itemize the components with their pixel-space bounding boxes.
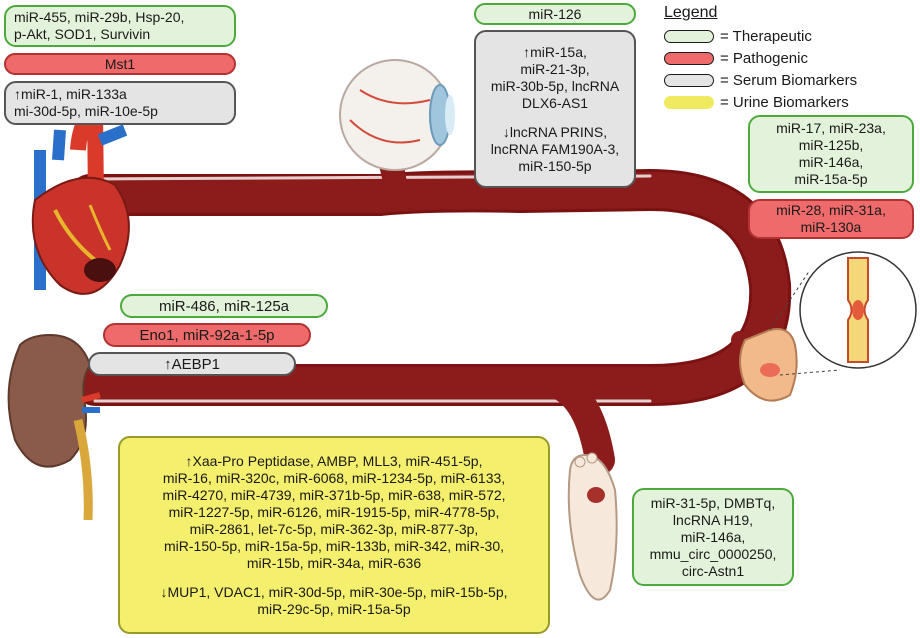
box-line: ↓MUP1, VDAC1, miR-30d-5p, miR-30e-5p, mi… [160, 583, 508, 600]
legend-label: = Therapeutic [720, 27, 812, 45]
eye-illustration [339, 59, 455, 171]
box-line: Mst1 [104, 55, 136, 72]
box-line: lncRNA FAM190A-3, [490, 140, 620, 157]
box-line: miR-130a [800, 219, 862, 235]
box-line: mi-30d-5p, miR-10e-5p [14, 103, 158, 119]
box-line: miR-146a, [680, 528, 746, 545]
joint-zoom-illustration [769, 251, 917, 376]
box-line: miR-455, miR-29b, Hsp-20, [14, 9, 185, 25]
box-line: mmu_circ_0000250, [649, 545, 777, 562]
box-line: miR-15b, miR-34a, miR-636 [246, 554, 422, 571]
kidney-illustration [7, 333, 101, 521]
legend-item-therapeutic: = Therapeutic [664, 25, 914, 47]
box-line: miR-16, miR-320c, miR-6068, miR-1234-5p,… [162, 469, 506, 486]
heart-therapeutic-box: miR-455, miR-29b, Hsp-20, p-Akt, SOD1, S… [4, 5, 236, 47]
box-line: miR-29c-5p, miR-15a-5p [257, 600, 411, 617]
box-line: miR-4270, miR-4739, miR-371b-5p, miR-638… [162, 486, 506, 503]
legend-item-urine: = Urine Biomarkers [664, 91, 914, 113]
box-line: ↑miR-1, miR-133a [14, 86, 127, 102]
urine-swatch [664, 95, 714, 109]
box-line: ↑AEBP1 [164, 355, 220, 373]
hand-illustration [739, 328, 798, 402]
therapeutic-swatch [664, 29, 714, 43]
foot-therapeutic-box: miR-31-5p, DMBTq, lncRNA H19, miR-146a, … [632, 488, 794, 586]
box-line: lncRNA H19, [672, 511, 754, 528]
box-line: Eno1, miR-92a-1-5p [139, 326, 275, 344]
box-line: miR-150-5p, miR-15a-5p, miR-133b, miR-34… [164, 537, 504, 554]
box-line: circ-Astn1 [681, 562, 745, 579]
box-line: miR-146a, [798, 154, 864, 170]
kidney-serum-box: ↑AEBP1 [88, 352, 296, 376]
box-line: miR-2861, let-7c-5p, miR-362-3p, miR-877… [189, 520, 479, 537]
box-line: ↑Xaa-Pro Peptidase, AMBP, MLL3, miR-451-… [185, 452, 483, 469]
box-line: miR-1227-5p, miR-6126, miR-1915-5p, miR-… [168, 503, 500, 520]
box-line: miR-15a-5p [794, 171, 868, 187]
box-line: miR-28, miR-31a, [776, 202, 886, 218]
legend-title: Legend [664, 4, 718, 21]
box-line: miR-125b, [798, 137, 864, 153]
heart-pathogenic-box: Mst1 [4, 53, 236, 75]
box-line: p-Akt, SOD1, Survivin [14, 26, 151, 42]
legend: Legend = Therapeutic = Pathogenic = Seru… [664, 4, 914, 113]
legend-item-pathogenic: = Pathogenic [664, 47, 914, 69]
kidney-pathogenic-box: Eno1, miR-92a-1-5p [103, 323, 311, 347]
kidney-urine-box: ↑Xaa-Pro Peptidase, AMBP, MLL3, miR-451-… [118, 436, 550, 634]
serum-swatch [664, 73, 714, 87]
heart-serum-box: ↑miR-1, miR-133a mi-30d-5p, miR-10e-5p [4, 81, 236, 125]
box-line: miR-31-5p, DMBTq, [650, 494, 776, 511]
box-line: miR-21-3p, [520, 60, 590, 77]
eye-serum-box: ↑miR-15a, miR-21-3p, miR-30b-5p, lncRNA … [474, 30, 636, 188]
hand-pathogenic-box: miR-28, miR-31a, miR-130a [748, 199, 914, 239]
legend-item-serum: = Serum Biomarkers [664, 69, 914, 91]
box-line: miR-126 [528, 5, 582, 22]
legend-label: = Pathogenic [720, 49, 808, 67]
box-line: miR-17, miR-23a, [776, 120, 886, 136]
box-line: miR-486, miR-125a [158, 297, 290, 315]
heart-illustration [31, 95, 130, 295]
hand-therapeutic-box: miR-17, miR-23a, miR-125b, miR-146a, miR… [748, 115, 914, 193]
eye-therapeutic-box: miR-126 [474, 3, 636, 25]
box-line: DLX6-AS1 [521, 94, 589, 111]
box-line: miR-150-5p [518, 157, 592, 174]
legend-label: = Urine Biomarkers [720, 93, 849, 111]
box-line: ↑miR-15a, [523, 43, 587, 60]
box-line: ↓lncRNA PRINS, [502, 123, 608, 140]
kidney-therapeutic-box: miR-486, miR-125a [120, 294, 328, 318]
pathogenic-swatch [664, 51, 714, 65]
box-line: miR-30b-5p, lncRNA [490, 77, 620, 94]
legend-label: = Serum Biomarkers [720, 71, 858, 89]
foot-illustration [567, 452, 618, 601]
